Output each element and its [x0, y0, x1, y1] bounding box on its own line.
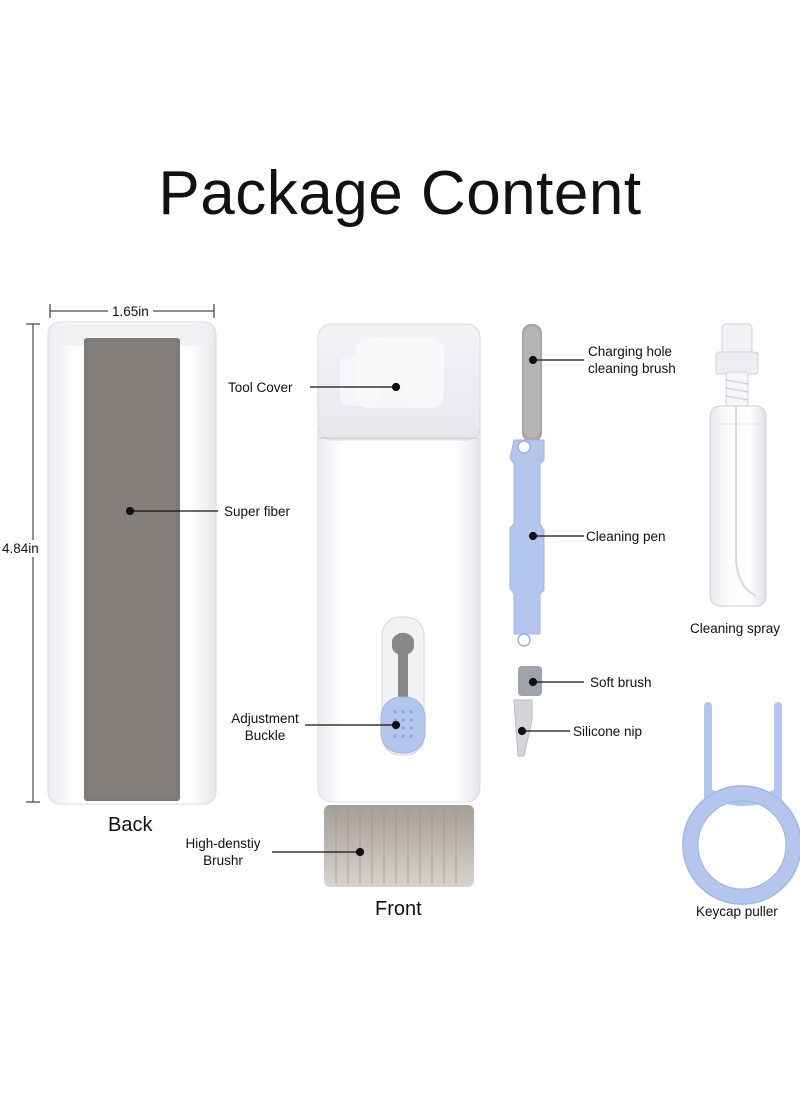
- cleaning-spray-label: Cleaning spray: [690, 621, 781, 636]
- cleaning-pen: [509, 324, 545, 757]
- keycap-puller-ring: [682, 785, 800, 905]
- leader-lines: [125, 355, 584, 857]
- spray-bottle: [709, 323, 767, 607]
- adjustment-buckle-label: Adjustment Buckle: [231, 711, 299, 743]
- cleaning-pen-label: Cleaning pen: [586, 529, 666, 544]
- back-caption: Back: [108, 814, 153, 836]
- high-density-brush: [324, 805, 474, 887]
- back-view: [26, 304, 217, 805]
- height-dimension-label: 4.84in: [2, 540, 39, 557]
- keycap-puller: [682, 702, 800, 905]
- front-view: [317, 323, 481, 887]
- front-caption: Front: [375, 898, 422, 920]
- tool-cover-label: Tool Cover: [228, 380, 293, 395]
- high-density-brush-label: High-denstiy Brushr: [185, 836, 261, 868]
- spray-bottle-body: [709, 405, 767, 607]
- charging-hole-brush-label: Charging hole cleaning brush: [588, 344, 676, 376]
- soft-brush-label: Soft brush: [590, 675, 652, 690]
- keycap-puller-label: Keycap puller: [696, 904, 778, 919]
- pen-body: [509, 439, 545, 635]
- super-fiber-label: Super fiber: [224, 504, 291, 519]
- silicone-nip-label: Silicone nip: [573, 724, 643, 739]
- page-title: Package Content: [158, 159, 642, 228]
- width-dimension-label: 1.65in: [108, 303, 153, 320]
